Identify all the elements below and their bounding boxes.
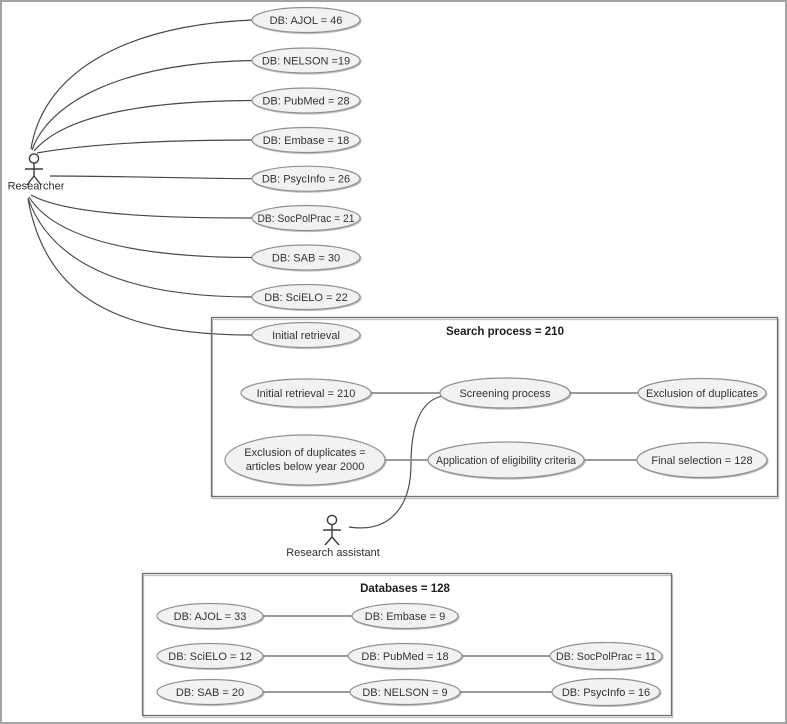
- usecase-label: Initial retrieval = 210: [257, 388, 356, 400]
- node-db-embase-9: DB: Embase = 9: [351, 602, 459, 630]
- usecase-label: Screening process: [459, 388, 551, 400]
- usecase-label: DB: SciELO = 12: [168, 651, 251, 663]
- node-application-eligibility-criteria: Application of eligibility criteria: [427, 441, 585, 479]
- usecase-label-line2: articles below year 2000: [246, 461, 365, 473]
- node-exclusion-of-duplicates: Exclusion of duplicates: [637, 377, 767, 409]
- actor-research-assistant: Research assistant: [286, 514, 380, 559]
- usecase-label: DB: PubMed = 28: [262, 96, 349, 108]
- usecase-ellipse: [156, 602, 264, 630]
- usecase-label: DB: AJOL = 33: [174, 611, 247, 623]
- databases-title: Databases = 128: [360, 583, 450, 595]
- association-researcher-embase: [36, 139, 253, 154]
- stick-figure-body: [323, 524, 341, 546]
- node-db-psycinfo-26: DB: PsycInfo = 26: [251, 165, 361, 192]
- usecase-label: DB: SAB = 20: [176, 687, 244, 699]
- usecase-ellipse: [251, 321, 361, 349]
- node-initial-retrieval: Initial retrieval: [251, 321, 361, 349]
- usecase-label: DB: Embase = 9: [365, 611, 445, 623]
- usecase-ellipse: [251, 87, 361, 114]
- node-db-sab-20: DB: SAB = 20: [156, 678, 264, 706]
- usecase-ellipse: [439, 377, 571, 409]
- node-db-sab-30: DB: SAB = 30: [251, 244, 361, 271]
- node-exclusion-below-year-2000: Exclusion of duplicates = articles below…: [224, 434, 386, 486]
- usecase-label-line1: Exclusion of duplicates =: [244, 447, 365, 459]
- usecase-label: DB: PubMed = 18: [361, 651, 448, 663]
- node-db-pubmed-18: DB: PubMed = 18: [347, 642, 463, 670]
- researcher-association-lines: [27, 19, 253, 336]
- usecase-label: Final selection = 128: [651, 455, 752, 467]
- usecase-label: DB: Embase = 18: [263, 135, 350, 147]
- node-db-socpolprac-21: DB: SocPolPrac = 21: [251, 204, 361, 232]
- stick-figure-body: [25, 163, 43, 186]
- usecase-label: DB: SocPolPrac = 21: [258, 213, 355, 225]
- usecase-ellipse: [224, 434, 386, 486]
- usecase-ellipse: [347, 642, 463, 670]
- stick-figure-head: [28, 153, 40, 164]
- usecase-ellipse: [251, 6, 361, 34]
- researcher-label: Researcher: [8, 181, 65, 193]
- node-db-scielo-22: DB: SciELO = 22: [251, 283, 361, 311]
- search-process-title: Search process = 210: [446, 326, 564, 338]
- usecase-ellipse: [351, 602, 459, 630]
- usecase-ellipse: [156, 642, 264, 670]
- usecase-ellipse: [251, 47, 361, 74]
- usecase-label: Exclusion of duplicates: [646, 388, 758, 400]
- node-db-socpolprac-11: DB: SocPolPrac = 11: [549, 641, 663, 671]
- usecase-ellipse: [240, 378, 372, 408]
- node-final-selection-128: Final selection = 128: [636, 441, 768, 479]
- association-researcher-scielo: [27, 197, 253, 298]
- usecase-label: DB: PsycInfo = 26: [262, 174, 350, 186]
- node-db-nelson-19: DB: NELSON =19: [251, 47, 361, 74]
- association-researcher-initial-retrieval: [27, 198, 253, 336]
- databases-boundary: [141, 572, 673, 717]
- usecase-ellipse: [549, 641, 663, 671]
- usecase-ellipse: [156, 678, 264, 706]
- association-researcher-sab: [28, 196, 253, 259]
- node-db-psycinfo-16: DB: PsycInfo = 16: [551, 677, 661, 707]
- node-db-pubmed-28: DB: PubMed = 28: [251, 87, 361, 114]
- usecase-label: DB: PsycInfo = 16: [562, 687, 650, 699]
- usecase-ellipse: [551, 677, 661, 707]
- node-db-scielo-12: DB: SciELO = 12: [156, 642, 264, 670]
- usecase-label: Application of eligibility criteria: [436, 455, 577, 467]
- association-researcher-nelson: [31, 59, 253, 151]
- usecase-label: DB: NELSON =19: [262, 56, 350, 68]
- usecase-label: Initial retrieval: [272, 330, 340, 342]
- usecase-ellipse: [251, 244, 361, 271]
- node-db-nelson-9: DB: NELSON = 9: [349, 678, 461, 706]
- search-process-boundary: [210, 316, 779, 498]
- usecase-ellipse: [636, 441, 768, 479]
- stick-figure-head: [326, 514, 338, 526]
- research-assistant-label: Research assistant: [286, 547, 380, 559]
- node-db-ajol-33: DB: AJOL = 33: [156, 602, 264, 630]
- usecase-label: DB: SAB = 30: [272, 253, 340, 265]
- association-researcher-psycinfo: [49, 175, 253, 180]
- research-assistant-stick-figure-icon: [323, 514, 341, 546]
- node-db-embase-18: DB: Embase = 18: [251, 126, 361, 154]
- usecase-ellipse: [251, 204, 361, 232]
- association-researcher-ajol: [30, 19, 253, 150]
- usecase-ellipse: [251, 283, 361, 311]
- usecase-label: DB: SocPolPrac = 11: [556, 651, 656, 663]
- usecase-ellipse: [251, 165, 361, 192]
- association-researcher-pubmed: [33, 99, 253, 152]
- association-researcher-socpolprac: [30, 194, 253, 219]
- usecase-label: DB: SciELO = 22: [264, 292, 347, 304]
- usecase-ellipse: [349, 678, 461, 706]
- association-assistant-screening: [348, 395, 443, 529]
- usecase-ellipse: [427, 441, 585, 479]
- usecase-ellipse: [251, 126, 361, 154]
- researcher-stick-figure-icon: [25, 153, 43, 186]
- node-initial-retrieval-210: Initial retrieval = 210: [240, 378, 372, 408]
- node-screening-process: Screening process: [439, 377, 571, 409]
- node-db-ajol-46: DB: AJOL = 46: [251, 6, 361, 34]
- usecase-ellipse: [637, 377, 767, 409]
- usecase-label: DB: NELSON = 9: [362, 687, 447, 699]
- usecase-label: DB: AJOL = 46: [270, 15, 343, 27]
- actor-researcher: Researcher: [8, 153, 65, 193]
